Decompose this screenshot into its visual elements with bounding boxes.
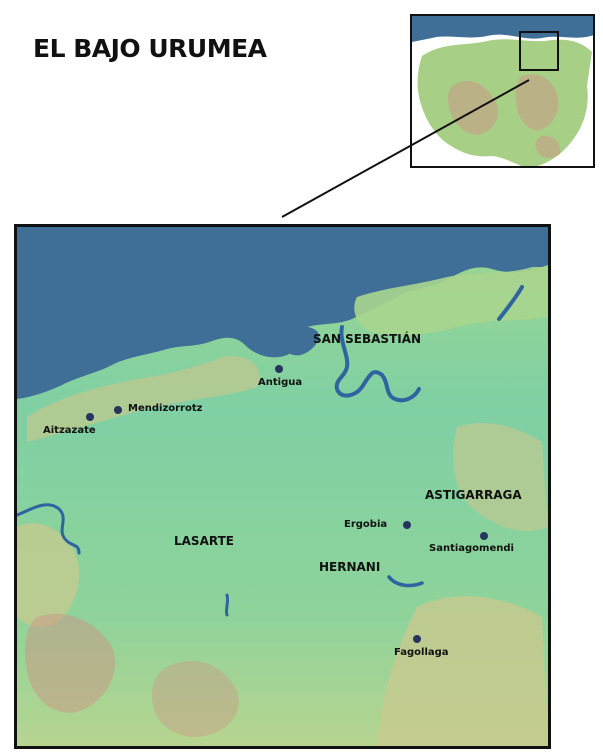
- antigua-point: [275, 365, 283, 373]
- oria-river: [17, 503, 81, 555]
- inset-focus-box: [519, 31, 559, 71]
- astigarraga-label: ASTIGARRAGA: [425, 488, 522, 502]
- main-map-graphic: [17, 227, 548, 746]
- hernani-label: HERNANI: [319, 560, 381, 574]
- main-map: SAN SEBASTIÁN ASTIGARRAGA LASARTE HERNAN…: [14, 224, 551, 749]
- relief-south: [152, 661, 239, 737]
- fagollaga-point: [413, 635, 421, 643]
- ergobia-label: Ergobia: [344, 519, 388, 530]
- oria-tributary: [224, 593, 230, 617]
- inset-map-graphic: [412, 16, 593, 166]
- relief-east: [453, 422, 548, 532]
- mendizorrotz-point: [114, 406, 122, 414]
- bay-area: [279, 326, 319, 356]
- relief-southwest: [25, 613, 116, 713]
- inset-sea: [412, 16, 593, 42]
- inset-locator-map: [410, 14, 595, 168]
- santiagomendi-label: Santiagomendi: [429, 543, 514, 554]
- aitzazate-label: Aitzazate: [43, 425, 96, 436]
- ergobia-point: [403, 521, 411, 529]
- relief-west: [17, 523, 80, 628]
- lasarte-label: LASARTE: [174, 534, 234, 548]
- antigua-label: Antigua: [258, 377, 303, 388]
- coastal-ridge: [27, 356, 260, 442]
- urumea-river-lower: [387, 575, 424, 588]
- map-title: EL BAJO URUMEA: [33, 34, 267, 63]
- relief-southeast: [377, 596, 548, 746]
- east-inlet: [497, 285, 524, 321]
- fagollaga-label: Fagollaga: [394, 647, 449, 658]
- urumea-river: [334, 325, 421, 403]
- aitzazate-point: [86, 413, 94, 421]
- san-sebastian-label: SAN SEBASTIÁN: [313, 332, 422, 346]
- mendizorrotz-label: Mendizorrotz: [128, 403, 203, 414]
- santiagomendi-point: [480, 532, 488, 540]
- sea-area: [17, 227, 548, 399]
